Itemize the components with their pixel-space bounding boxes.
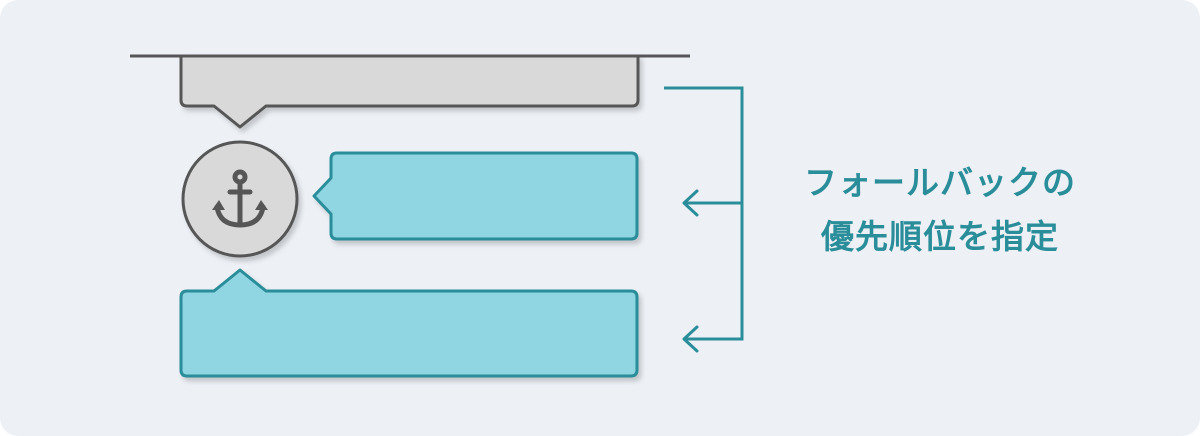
caption-line-1: フォールバックの: [804, 163, 1076, 202]
right-popover: [312, 151, 639, 241]
fallback-priority-caption: フォールバックの 優先順位を指定: [760, 156, 1120, 264]
arrowhead-to-right-popover: [682, 189, 699, 217]
anchor-flukes: [212, 200, 268, 210]
arrowhead-to-bottom-popover: [682, 325, 699, 353]
bottom-popover: [179, 268, 639, 378]
caption-line-2: 優先順位を指定: [821, 217, 1059, 256]
priority-bracket: [664, 86, 744, 341]
gray-popover: [179, 54, 640, 129]
anchor-icon: [214, 169, 266, 228]
